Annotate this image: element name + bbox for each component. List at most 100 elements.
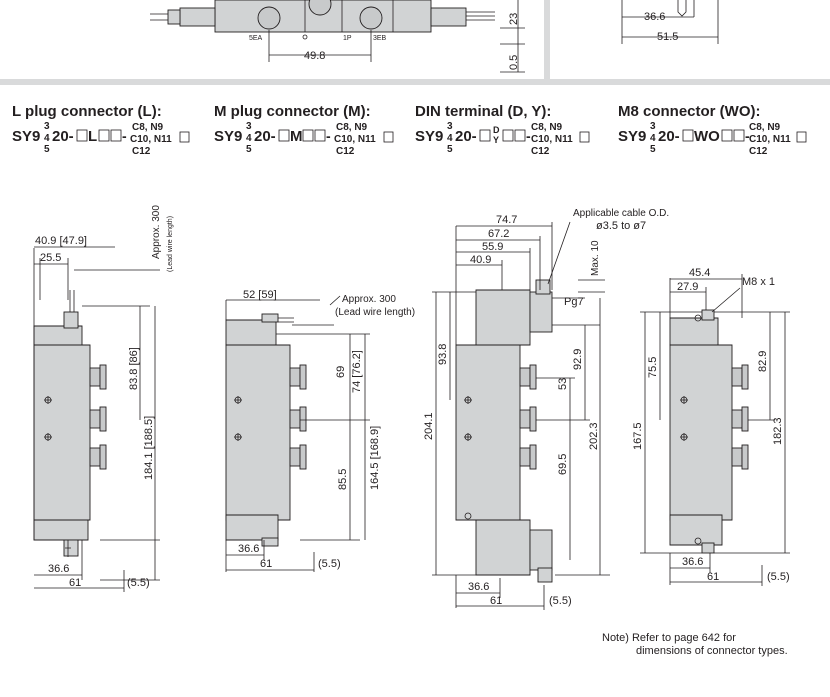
dim-49-8: 49.8 (304, 50, 325, 62)
d-dim-204-1: 204.1 (423, 412, 435, 440)
d-cable-range: ø3.5 to ø7 (596, 220, 646, 232)
w-dim-82-9: 82.9 (757, 351, 769, 372)
d-dim-93-8: 93.8 (437, 344, 449, 365)
svg-text:SY9: SY9 (618, 128, 646, 145)
d-max-10: Max. 10 (590, 240, 601, 276)
m-lead-length: (Lead wire length) (335, 307, 415, 318)
d-dim-5-5: (5.5) (549, 595, 572, 607)
header-title-l: L plug connector (L): (12, 103, 162, 120)
d-dim-55-9: 55.9 (482, 241, 503, 253)
header-m-plug: M plug connector (M): SY9 3 4 5 20- M - … (214, 103, 394, 157)
svg-text:D: D (493, 125, 500, 135)
dim-51-5-top: 51.5 (657, 31, 678, 43)
d-cable-label: Applicable cable O.D. (573, 208, 669, 219)
view-l-plug: 40.9 [47.9] 25.5 Approx. 300 (Lead wire … (33, 205, 174, 592)
svg-text:20-: 20- (658, 128, 680, 145)
l-lead-approx: Approx. 300 (151, 205, 162, 259)
svg-text:L: L (88, 128, 97, 145)
d-dim-67-2: 67.2 (488, 228, 509, 240)
svg-text:C12: C12 (132, 146, 151, 157)
divider-horizontal (0, 79, 830, 85)
footnote: Note) Refer to page 642 for dimensions o… (602, 632, 788, 658)
top-port-label-1p: 1P (343, 35, 352, 42)
m-dim-61: 61 (260, 558, 272, 570)
header-title-d: DIN terminal (D, Y): (415, 103, 551, 120)
l-dim-36-6: 36.6 (48, 563, 69, 575)
view-din-terminal: 74.7 67.2 55.9 40.9 Applicable cable O.D… (423, 208, 669, 610)
d-dim-74-7: 74.7 (496, 214, 517, 226)
svg-text:4: 4 (44, 133, 50, 144)
l-dim-184-1: 184.1 [188.5] (143, 416, 155, 480)
dim-36-6-top: 36.6 (644, 11, 665, 23)
d-dim-92-9: 92.9 (572, 349, 584, 370)
footnote-line-1: Note) Refer to page 642 for (602, 632, 736, 644)
w-dim-61: 61 (707, 571, 719, 583)
m-dim-52: 52 [59] (243, 289, 277, 301)
svg-text:C8, N9: C8, N9 (336, 122, 368, 133)
svg-text:M: M (290, 128, 303, 145)
w-dim-182-3: 182.3 (772, 417, 784, 445)
svg-text:-: - (526, 128, 531, 144)
header-code-l: SY9 (12, 128, 40, 145)
svg-text:C8, N9: C8, N9 (132, 122, 164, 133)
divider-vertical (544, 0, 550, 79)
view-m8-connector: 45.4 27.9 M8 x 1 75.5 167.5 82.9 182.3 3… (632, 267, 790, 586)
svg-text:C10, N11: C10, N11 (749, 134, 791, 145)
w-dim-27-9: 27.9 (677, 281, 698, 293)
w-dim-45-4: 45.4 (689, 267, 710, 279)
svg-text:C12: C12 (749, 146, 768, 157)
top-view-drawing: 5EA 1P 3EB 49.8 23 0.5 36.6 51.5 (150, 0, 719, 73)
d-dim-40-9: 40.9 (470, 254, 491, 266)
d-dim-69-5: 69.5 (557, 454, 569, 475)
l-lead-length: (Lead wire length) (167, 216, 174, 272)
svg-text:20-: 20- (52, 128, 74, 145)
d-pg7: Pg7 (564, 296, 584, 308)
top-port-label-3eb: 3EB (373, 35, 387, 42)
svg-text:Y: Y (493, 135, 499, 145)
l-dim-83-8: 83.8 [86] (128, 347, 140, 390)
d-dim-53: 53 (557, 378, 569, 390)
header-din-terminal: DIN terminal (D, Y): SY9 3 4 5 20- D Y -… (415, 103, 590, 157)
top-port-5ea (257, 6, 281, 30)
m-dim-85-5: 85.5 (337, 469, 349, 490)
svg-text:C12: C12 (531, 146, 550, 157)
header-title-wo: M8 connector (WO): (618, 103, 761, 120)
footnote-line-2: dimensions of connector types. (636, 645, 788, 657)
w-m8-label: M8 x 1 (742, 276, 775, 288)
header-l-plug: L plug connector (L): SY9 3 4 5 20- L - … (12, 103, 190, 157)
svg-text:SY9: SY9 (214, 128, 242, 145)
svg-text:20-: 20- (254, 128, 276, 145)
svg-text:C10, N11: C10, N11 (334, 134, 376, 145)
svg-text:C8, N9: C8, N9 (531, 122, 563, 133)
d-dim-61: 61 (490, 595, 502, 607)
m-dim-5-5: (5.5) (318, 558, 341, 570)
svg-text:3: 3 (447, 121, 453, 132)
svg-text:4: 4 (650, 133, 656, 144)
m-dim-36-6: 36.6 (238, 543, 259, 555)
top-port-1p (308, 0, 332, 16)
m-dim-74: 74 [76.2] (351, 350, 363, 393)
svg-text:3: 3 (650, 121, 656, 132)
top-port-3eb (359, 6, 383, 30)
svg-text:-: - (326, 128, 331, 144)
svg-text:5: 5 (44, 144, 50, 155)
svg-text:4: 4 (447, 133, 453, 144)
dim-23: 23 (508, 13, 520, 25)
svg-text:3: 3 (246, 121, 252, 132)
svg-text:WO: WO (694, 128, 720, 145)
header-title-m: M plug connector (M): (214, 103, 371, 120)
svg-text:C10, N11: C10, N11 (531, 134, 573, 145)
l-dim-25-5: 25.5 (40, 252, 61, 264)
svg-text:20-: 20- (455, 128, 477, 145)
svg-text:C8, N9: C8, N9 (749, 122, 781, 133)
svg-text:5: 5 (650, 144, 656, 155)
header-m8-connector: M8 connector (WO): SY9 3 4 5 20- WO - C8… (618, 103, 807, 157)
d-dim-202-3: 202.3 (588, 422, 600, 450)
w-dim-75-5: 75.5 (647, 357, 659, 378)
svg-text:5: 5 (447, 144, 453, 155)
d-dim-36-6: 36.6 (468, 581, 489, 593)
m-lead-approx: Approx. 300 (342, 294, 396, 305)
view-m-plug: 52 [59] Approx. 300 (Lead wire length) 6… (225, 289, 415, 572)
m-dim-164-5: 164.5 [168.9] (369, 426, 381, 490)
